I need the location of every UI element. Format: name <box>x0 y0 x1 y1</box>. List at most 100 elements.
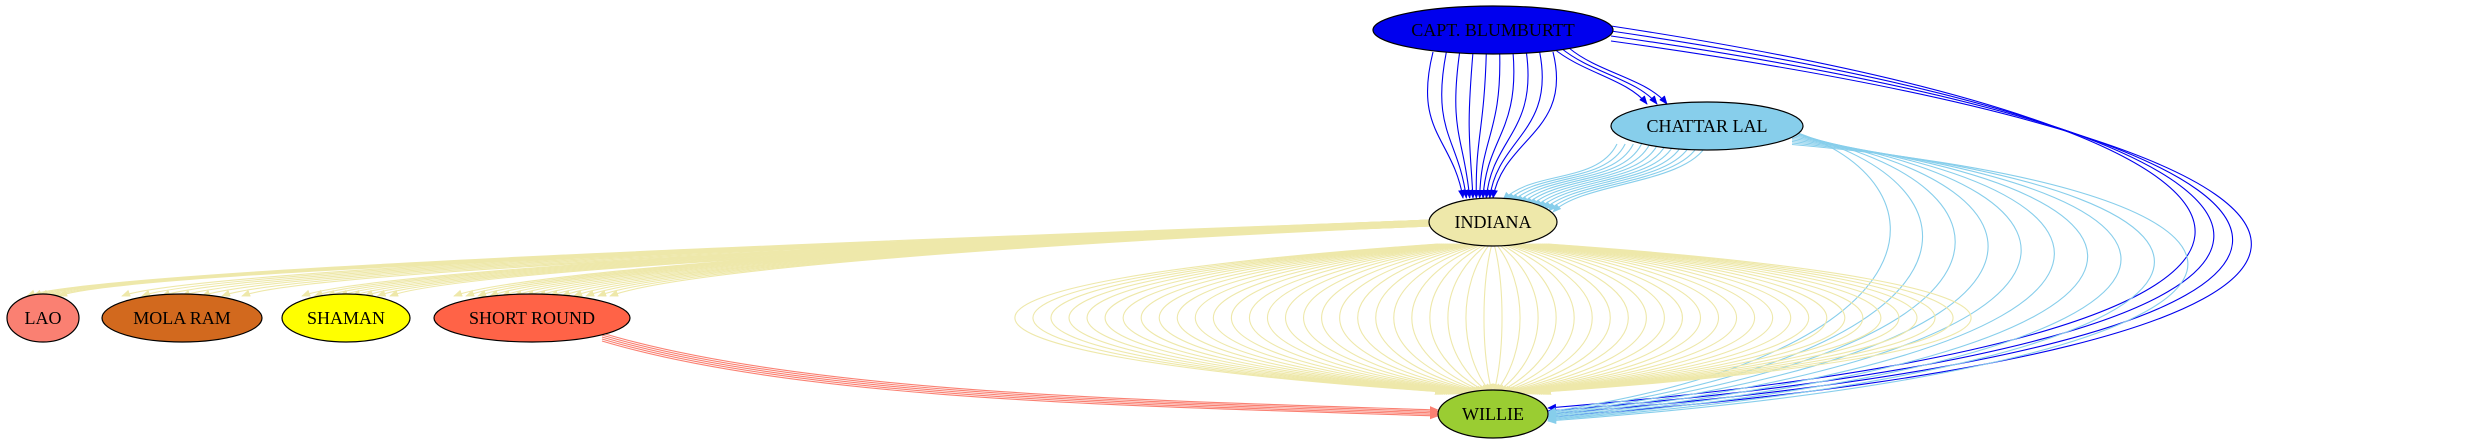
node-short: SHORT ROUND <box>433 293 631 343</box>
edge-chattar-indiana <box>1547 143 1700 212</box>
edge-indiana-willie <box>1177 243 1461 395</box>
edge-indiana-willie <box>1032 243 1446 396</box>
edge-chattar-willie <box>1547 139 2089 421</box>
edge-capt-indiana <box>1490 51 1558 199</box>
nodes-layer: CAPT. BLUMBURTT CHATTAR LAL INDIANA LAO MOLA… <box>6 5 1804 439</box>
node-label-chattar: CHATTAR LAL <box>1646 116 1767 136</box>
node-shape-indiana <box>1428 197 1558 247</box>
node-lao: LAO <box>6 293 80 343</box>
edge-indiana-willie <box>1515 243 1719 395</box>
edge-chattar-indiana <box>1520 143 1651 205</box>
edge-indiana-willie <box>1525 243 1809 395</box>
edge-indiana-willie <box>1231 243 1467 395</box>
edge-capt-chattar <box>1552 47 1648 105</box>
edge-capt-chattar <box>1560 47 1658 105</box>
edge-chattar-indiana <box>1506 143 1626 202</box>
node-shape-willie <box>1437 389 1549 439</box>
node-label-indiana: INDIANA <box>1455 212 1532 232</box>
edge-short-willie <box>601 336 1439 417</box>
edge-indiana-willie <box>1495 243 1521 393</box>
edge-indiana-willie <box>1500 243 1575 393</box>
edge-indiana-willie <box>1375 243 1482 394</box>
edge-indiana-willie <box>1540 243 1954 396</box>
node-willie: WILLIE <box>1437 389 1549 439</box>
edge-chattar-indiana <box>1502 143 1618 201</box>
edge-indiana-willie <box>1411 243 1486 393</box>
edge-capt-indiana <box>1487 51 1543 199</box>
edge-indiana-willie <box>1158 243 1459 395</box>
edge-indiana-willie <box>1536 243 1918 395</box>
edge-indiana-willie <box>1393 243 1484 393</box>
edge-capt-willie <box>1547 40 2252 420</box>
edge-indiana-willie <box>1104 243 1454 395</box>
edge-indiana-willie <box>1014 243 1444 396</box>
edge-indiana-short <box>609 225 1432 297</box>
edge-chattar-willie <box>1547 140 2122 422</box>
edge-indiana-willie <box>1357 243 1480 394</box>
edge-indiana-willie <box>1284 243 1473 395</box>
node-label-short: SHORT ROUND <box>469 308 595 328</box>
edge-chattar-willie <box>1547 131 1923 416</box>
node-shape-short <box>433 293 631 343</box>
edge-chattar-indiana <box>1525 143 1659 207</box>
edge-indiana-willie <box>1140 243 1458 395</box>
edge-indiana-willie <box>1303 243 1475 395</box>
edge-indiana-willie <box>1050 243 1448 395</box>
edge-indiana-willie <box>1527 243 1828 395</box>
edge-indiana-willie <box>1513 243 1702 395</box>
edge-capt-indiana <box>1455 51 1473 199</box>
node-shape-shaman <box>281 293 411 343</box>
edge-indiana-willie <box>1483 243 1494 393</box>
node-capt: CAPT. BLUMBURTT <box>1372 5 1614 55</box>
edge-indiana-willie <box>1532 243 1882 395</box>
edge-capt-willie <box>1547 30 2215 414</box>
edge-chattar-willie <box>1547 137 2055 420</box>
edge-indiana-willie <box>1339 243 1478 394</box>
edge-capt-indiana <box>1472 51 1487 199</box>
edge-chattar-willie <box>1547 134 1989 418</box>
node-shaman: SHAMAN <box>281 293 411 343</box>
edge-indiana-willie <box>1068 243 1450 395</box>
node-shape-capt <box>1372 5 1614 55</box>
edge-indiana-willie <box>1523 243 1792 395</box>
edge-indiana-willie <box>1086 243 1452 395</box>
node-label-willie: WILLIE <box>1462 404 1524 424</box>
edge-indiana-willie <box>1511 243 1683 395</box>
edge-capt-willie <box>1547 25 2196 411</box>
edge-chattar-indiana <box>1516 143 1643 204</box>
edge-capt-indiana <box>1483 51 1529 199</box>
edge-chattar-willie <box>1547 142 2155 423</box>
edge-chattar-willie <box>1547 130 1891 415</box>
edge-indiana-willie <box>1429 243 1488 393</box>
edge-indiana-willie <box>1496 243 1539 393</box>
edge-indiana-willie <box>1517 243 1738 395</box>
edge-indiana-willie <box>1498 243 1557 393</box>
edge-indiana-willie <box>1212 243 1465 395</box>
edges-layer <box>26 25 2252 424</box>
edge-indiana-willie <box>1521 243 1774 395</box>
node-shape-lao <box>6 293 80 343</box>
edge-chattar-indiana <box>1552 143 1708 213</box>
edge-indiana-willie <box>1530 243 1864 395</box>
edge-capt-indiana <box>1479 51 1515 199</box>
edge-indiana-willie <box>1465 243 1491 393</box>
edge-chattar-indiana <box>1511 143 1634 203</box>
edge-indiana-willie <box>1528 243 1846 395</box>
node-label-capt: CAPT. BLUMBURTT <box>1411 20 1575 40</box>
edge-indiana-willie <box>1194 243 1463 395</box>
edge-indiana-willie <box>1538 243 1936 395</box>
edge-short-willie <box>601 332 1439 414</box>
edge-indiana-willie <box>1248 243 1469 395</box>
node-shape-chattar <box>1610 101 1804 151</box>
edge-indiana-willie <box>1519 243 1755 395</box>
node-label-shaman: SHAMAN <box>307 308 385 328</box>
edge-indiana-willie <box>1504 243 1611 394</box>
edge-chattar-willie <box>1547 143 2189 424</box>
node-mola: MOLA RAM <box>101 293 263 343</box>
edge-chattar-willie <box>1547 136 2022 419</box>
edge-indiana-willie <box>1447 243 1490 393</box>
edge-capt-indiana <box>1476 51 1501 199</box>
edge-short-willie <box>601 334 1439 415</box>
edge-indiana-willie <box>1542 243 1972 396</box>
